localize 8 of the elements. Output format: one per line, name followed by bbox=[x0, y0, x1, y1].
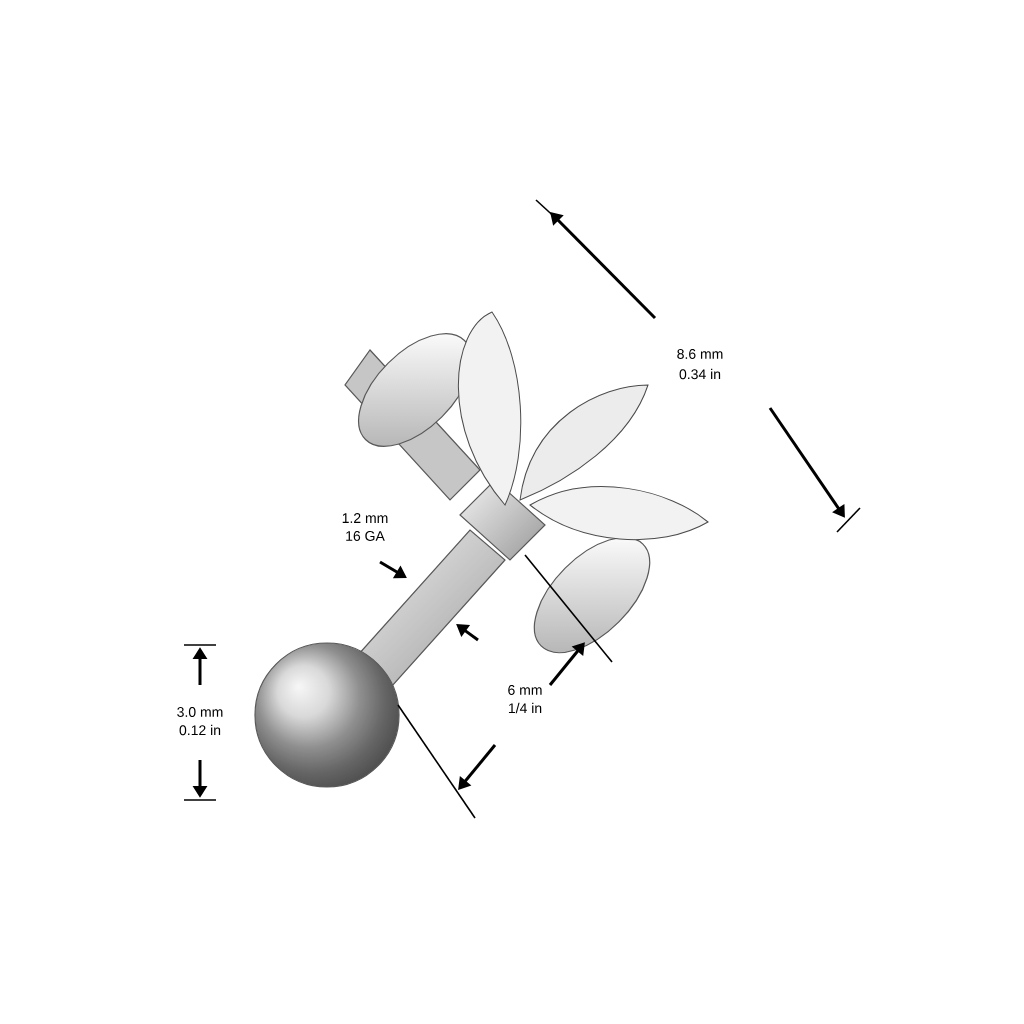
dimension-label: 3.0 mm bbox=[177, 707, 223, 717]
dimension-label: 0.34 in bbox=[679, 368, 721, 380]
dimension-label: 1.2 mm bbox=[342, 513, 388, 523]
dimension-label: 0.12 in bbox=[179, 724, 221, 736]
dimension-label: 1/4 in bbox=[508, 702, 542, 714]
dimension-label: 16 GA bbox=[346, 531, 385, 541]
dimension-label: 8.6 mm bbox=[677, 349, 723, 359]
dimension-label: 6 mm bbox=[508, 685, 542, 695]
